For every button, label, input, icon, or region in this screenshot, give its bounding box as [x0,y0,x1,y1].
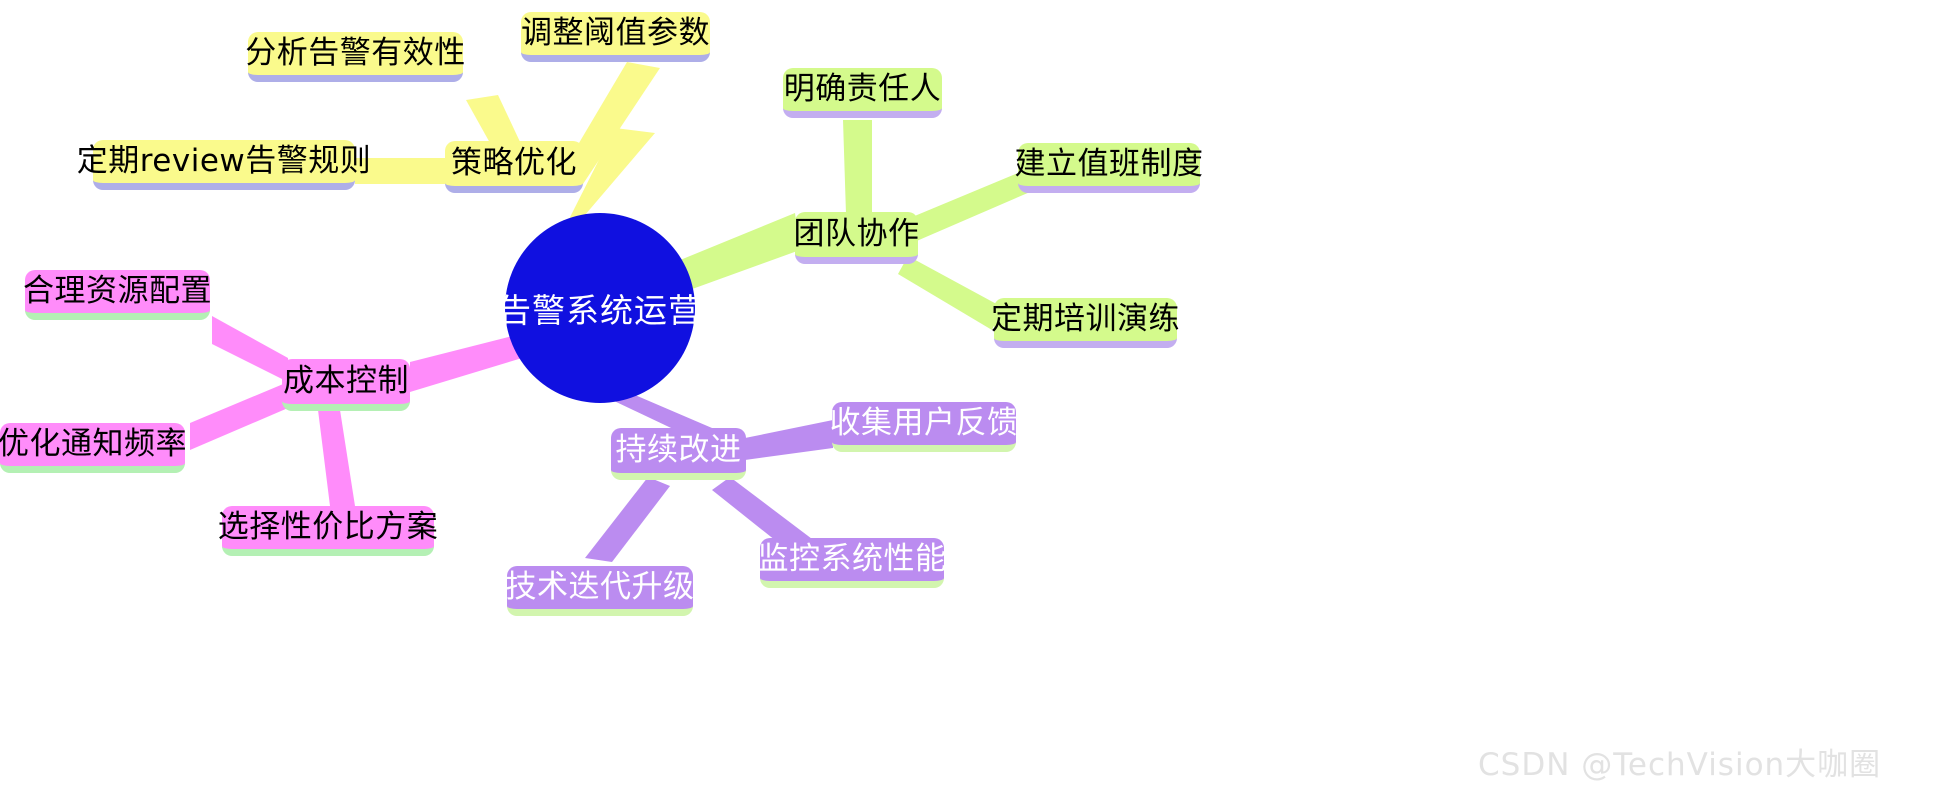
node-techupgrade-label: 技术迭代升级 [505,569,695,605]
node-review[interactable]: 定期review告警规则 [77,140,371,190]
watermark: CSDN @TechVision大咖圈 [1478,747,1882,783]
node-training-label: 定期培训演练 [991,301,1180,337]
node-feedback-label: 收集用户反馈 [829,405,1019,441]
node-owner-label: 明确责任人 [783,71,942,107]
node-training[interactable]: 定期培训演练 [991,298,1180,348]
edge-center-to-strategy [560,128,655,237]
edge-strategy-to-threshold [560,62,660,184]
center-node[interactable]: 告警系统运营 [498,213,701,403]
node-improve[interactable]: 持续改进 [611,428,746,480]
node-analyze[interactable]: 分析告警有效性 [245,32,466,82]
node-strategy-label: 策略优化 [451,145,577,181]
node-costperf[interactable]: 选择性价比方案 [218,506,438,556]
node-feedback[interactable]: 收集用户反馈 [829,402,1019,452]
node-teamwork[interactable]: 团队协作 [793,212,920,264]
node-cost-label: 成本控制 [283,363,409,399]
node-resource[interactable]: 合理资源配置 [23,270,212,320]
edge-teamwork-to-training [898,256,1002,330]
edge-center-to-teamwork [668,213,800,292]
node-threshold-label: 调整阈值参数 [521,15,710,51]
node-techupgrade[interactable]: 技术迭代升级 [505,566,695,616]
edge-center-to-improve [612,392,712,436]
node-owner[interactable]: 明确责任人 [783,68,942,118]
node-monitor[interactable]: 监控系统性能 [757,538,947,588]
node-strategy[interactable]: 策略优化 [445,141,583,193]
node-notifyfreq-label: 优化通知频率 [0,426,187,462]
edge-improve-to-techupgrade [585,477,670,562]
node-cost[interactable]: 成本控制 [282,359,410,411]
edge-cost-to-resource [212,316,288,382]
edge-cost-to-costperf [318,410,355,506]
edge-improve-to-feedback [745,420,833,460]
edge-cost-to-notifyfreq [190,382,288,450]
node-notifyfreq[interactable]: 优化通知频率 [0,423,187,473]
node-duty[interactable]: 建立值班制度 [1015,143,1203,193]
node-threshold[interactable]: 调整阈值参数 [521,12,710,62]
edge-strategy-to-review [355,158,452,184]
node-monitor-label: 监控系统性能 [757,541,947,577]
edge-center-to-cost [410,330,542,392]
edge-teamwork-to-owner [843,120,872,214]
node-teamwork-label: 团队协作 [793,216,920,252]
center-node-label: 告警系统运营 [498,291,702,330]
node-review-label: 定期review告警规则 [76,143,372,179]
edge-teamwork-to-duty [905,170,1030,243]
node-duty-label: 建立值班制度 [1014,146,1204,182]
node-costperf-label: 选择性价比方案 [217,509,439,545]
node-resource-label: 合理资源配置 [23,273,212,309]
node-improve-label: 持续改进 [615,432,742,468]
node-analyze-label: 分析告警有效性 [245,35,466,71]
